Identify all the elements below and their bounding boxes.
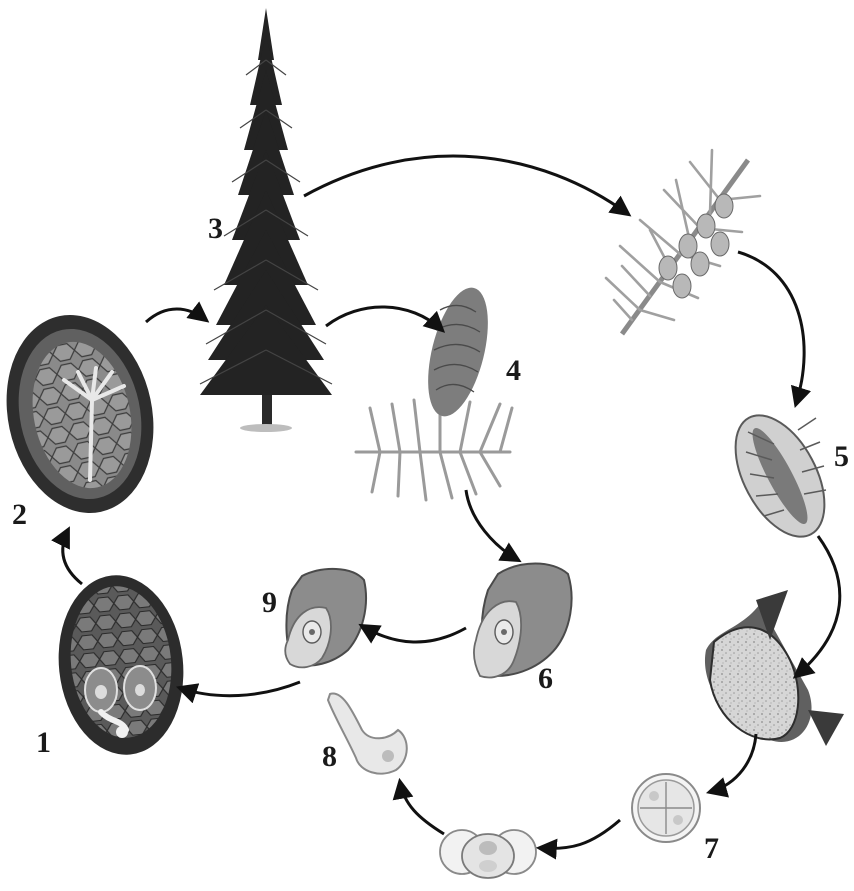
germinating-pollen-tube <box>328 693 407 773</box>
ovuliferous-scale-6 <box>474 564 572 678</box>
arrow-ovule-to-seed <box>63 530 82 584</box>
ovuliferous-scale-9 <box>285 569 366 667</box>
stage-labels: 1 2 3 4 5 6 7 8 9 <box>12 212 849 865</box>
arrow-to-ovule <box>180 682 300 696</box>
label-stage-3: 3 <box>208 212 223 245</box>
label-stage-4: 4 <box>506 354 521 387</box>
arrow-male-branch-to-section <box>738 252 804 404</box>
winged-pollen-grain <box>440 830 536 878</box>
label-stage-9: 9 <box>262 586 277 619</box>
branch-with-male-cones-icon <box>606 150 760 334</box>
label-stage-2: 2 <box>12 498 27 531</box>
cycle-arrows <box>63 156 840 848</box>
arrow-tree-to-cone <box>326 307 442 330</box>
label-stage-8: 8 <box>322 740 337 773</box>
label-stage-7: 7 <box>704 832 719 865</box>
arrow-section-to-sporophyll <box>796 536 840 676</box>
ovule-with-archegonia <box>50 569 192 761</box>
arrow-winged-to-germinating <box>400 782 444 834</box>
arrow-sporophyll-to-pollen <box>710 734 756 792</box>
arrow-tree-to-male-branch <box>304 156 628 214</box>
arrow-scale6-to-scale9 <box>362 626 466 642</box>
arrow-seed-to-tree <box>146 309 206 322</box>
arrow-pollen-to-winged <box>540 820 620 848</box>
arrow-cone-to-scale <box>466 490 518 560</box>
label-stage-1: 1 <box>36 726 51 759</box>
label-stage-6: 6 <box>538 662 553 695</box>
pollen-grain-cells <box>632 774 700 842</box>
label-stage-5: 5 <box>834 440 849 473</box>
male-cone-section <box>717 401 843 551</box>
seed-with-embryo <box>0 301 171 527</box>
microsporophyll <box>705 590 844 746</box>
branch-with-cone-icon <box>356 282 512 500</box>
